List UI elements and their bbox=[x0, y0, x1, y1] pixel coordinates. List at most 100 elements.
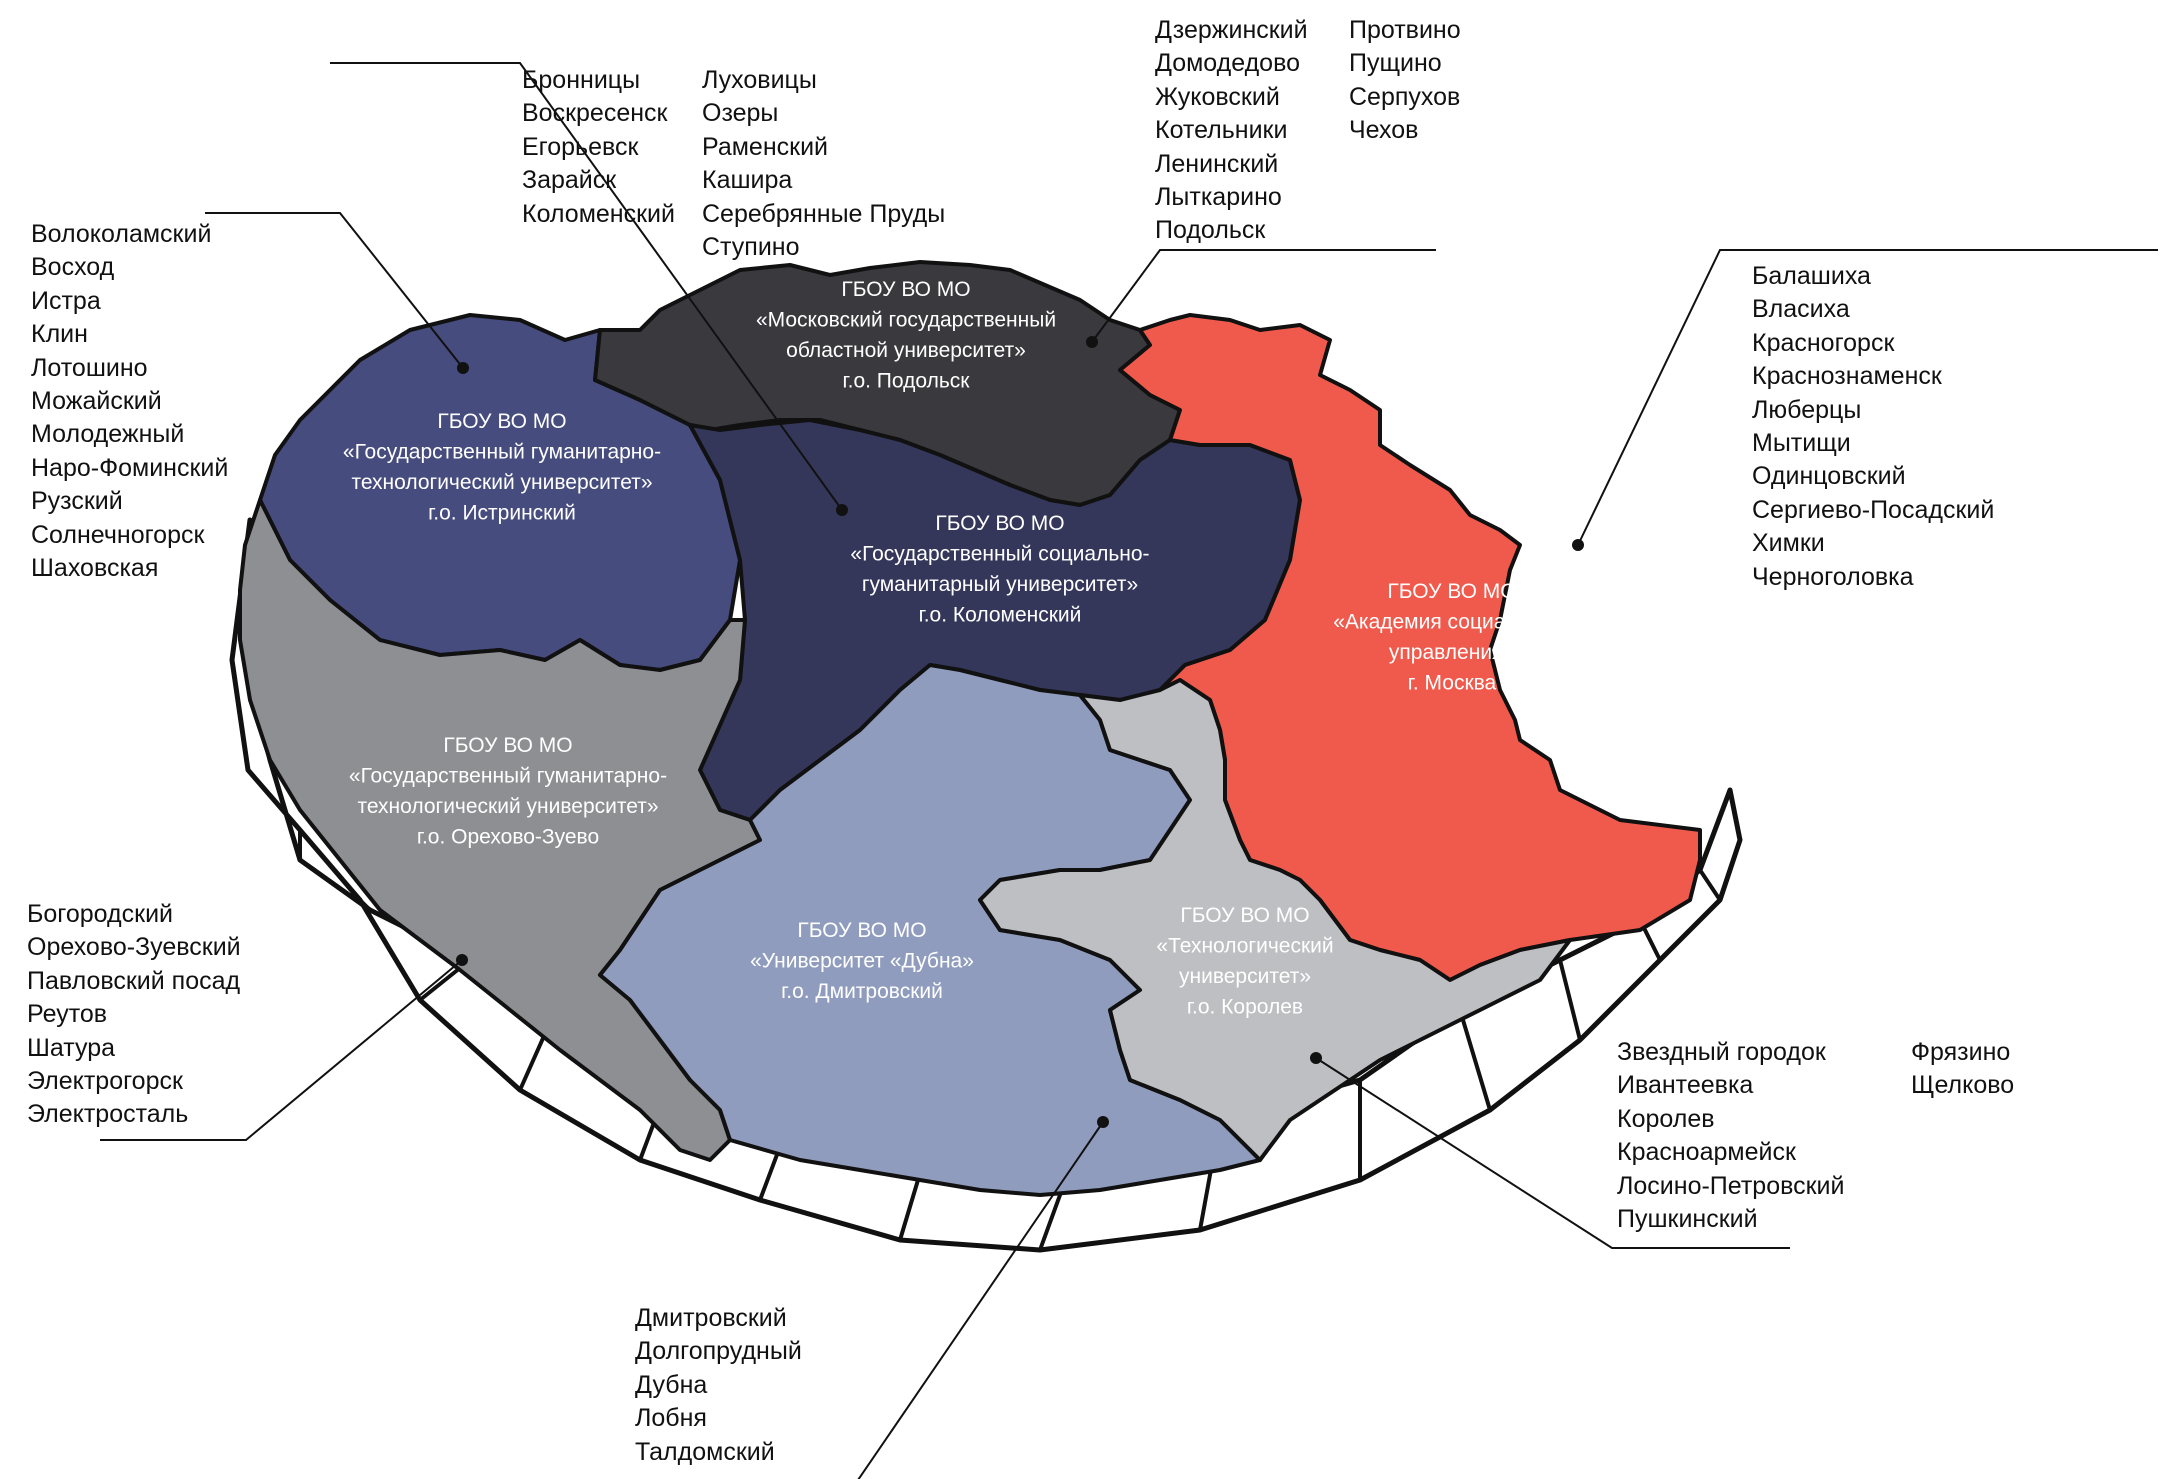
list-item: Серпухов bbox=[1349, 82, 1461, 111]
region-label-line: «Технологический bbox=[1156, 935, 1333, 958]
list-item: Талдомский bbox=[635, 1437, 775, 1466]
region-label-line: управления» bbox=[1389, 641, 1515, 664]
list-item: Сергиево-Посадский bbox=[1752, 495, 1995, 524]
region-label-line: областной университет» bbox=[786, 339, 1026, 362]
leader-line-dubna bbox=[630, 1121, 1104, 1479]
list-item: Восход bbox=[31, 253, 115, 282]
region-label-line: ГБОУ ВО МО bbox=[841, 278, 970, 301]
region-label-line: ГБОУ ВО МО bbox=[437, 410, 566, 433]
list-item: Королев bbox=[1617, 1104, 1715, 1133]
leader-line-korolev bbox=[1315, 1057, 1790, 1249]
list-item: Дзержинский bbox=[1155, 16, 1308, 44]
list-item: Балашиха bbox=[1752, 262, 1871, 290]
region-label-line: «Государственный гуманитарно- bbox=[343, 441, 661, 464]
region-label-line: г.о. Подольск bbox=[843, 370, 971, 393]
anchor-dot-moscow bbox=[1572, 539, 1584, 551]
anchor-dot-korolev bbox=[1310, 1052, 1322, 1064]
list-item: Чехов bbox=[1349, 116, 1419, 145]
leader-line-istra bbox=[205, 212, 464, 369]
list-item: Истра bbox=[31, 286, 101, 315]
list-item: Клин bbox=[31, 320, 88, 349]
anchor-dot-dubna bbox=[1097, 1116, 1109, 1128]
list-item: Звездный городок bbox=[1617, 1038, 1826, 1066]
list-item: Пущино bbox=[1349, 49, 1442, 78]
region-label-line: «Университет «Дубна» bbox=[750, 950, 974, 973]
list-item: Лыткарино bbox=[1155, 183, 1282, 212]
list-item: Серебрянные Пруды bbox=[702, 199, 946, 228]
list-item: Подольск bbox=[1155, 216, 1266, 245]
leader-line-podolsk bbox=[1091, 249, 1436, 343]
region-label-kolomna: ГБОУ ВО МО«Государственный социально-гум… bbox=[850, 512, 1149, 627]
list-item: Лобня bbox=[635, 1404, 707, 1433]
list-item: Богородский bbox=[27, 900, 173, 928]
anchor-dots bbox=[456, 336, 1584, 1128]
anchor-dot-kolomna bbox=[836, 504, 848, 516]
list-item: Мытищи bbox=[1752, 429, 1851, 458]
list-item: Домодедово bbox=[1155, 49, 1300, 78]
list-item: Кашира bbox=[702, 166, 793, 195]
list-item: Химки bbox=[1752, 529, 1825, 558]
list-item: Ленинский bbox=[1155, 149, 1279, 178]
region-labels: ГБОУ ВО МО «Государственный гуманитарно-т… bbox=[343, 278, 1571, 1019]
list-item: Раменский bbox=[702, 132, 829, 161]
list-item: Электрогорск bbox=[27, 1067, 183, 1096]
list-item: Дубна bbox=[635, 1370, 708, 1399]
list-item: Озеры bbox=[702, 99, 779, 128]
list-item: Жуковский bbox=[1155, 82, 1280, 111]
list-item: Наро-Фоминский bbox=[31, 453, 229, 482]
region-label-line: ГБОУ ВО МО bbox=[1180, 904, 1309, 927]
region-label-dubna: ГБОУ ВО МО«Университет «Дубна»г.о. Дмитр… bbox=[750, 919, 974, 1003]
region-label-line: ГБОУ ВО МО bbox=[935, 512, 1064, 535]
list-item: Бронницы bbox=[522, 66, 641, 94]
region-label-line: г.о. Истринский bbox=[428, 502, 576, 525]
list-item: Ивантеевка bbox=[1617, 1071, 1754, 1100]
list-item: Одинцовский bbox=[1752, 462, 1906, 491]
region-label-line: технологический университет» bbox=[351, 471, 652, 494]
list-item: Фрязино bbox=[1911, 1038, 2011, 1066]
list-item: Орехово-Зуевский bbox=[27, 933, 241, 962]
leader-line-kolomna bbox=[330, 62, 843, 511]
leader-line-orekhovo bbox=[100, 959, 463, 1141]
list-item: Черноголовка bbox=[1752, 562, 1914, 591]
list-item: Лотошино bbox=[31, 353, 148, 382]
list-item: Волоколамский bbox=[31, 220, 212, 248]
anchor-dot-orekhovo bbox=[456, 954, 468, 966]
region-label-line: г.о. Коломенский bbox=[919, 604, 1082, 627]
list-item: Лосино-Петровский bbox=[1617, 1171, 1845, 1200]
region-label-line: «Московский государственный bbox=[756, 309, 1056, 332]
list-item: Шаховская bbox=[31, 554, 159, 583]
region-label-line: г. Москва bbox=[1408, 672, 1497, 695]
region-label-line: «Государственный социально- bbox=[850, 543, 1149, 566]
list-item: Зарайск bbox=[522, 166, 617, 195]
list-item: Пушкинский bbox=[1617, 1205, 1758, 1234]
list-item: Красногорск bbox=[1752, 328, 1895, 357]
list-item: Егорьевск bbox=[522, 132, 639, 161]
region-label-line: г.о. Королев bbox=[1187, 996, 1303, 1019]
list-item: Молодежный bbox=[31, 420, 185, 449]
region-label-line: технологический университет» bbox=[357, 795, 658, 818]
region-label-line: ГБОУ ВО МО bbox=[443, 734, 572, 757]
list-item: Солнечногорск bbox=[31, 520, 205, 549]
list-item: Шатура bbox=[27, 1033, 116, 1062]
region-label-line: г.о. Дмитровский bbox=[781, 980, 943, 1003]
list-item: Котельники bbox=[1155, 116, 1288, 145]
list-item: Электросталь bbox=[27, 1100, 189, 1129]
region-label-podolsk: ГБОУ ВО МО «Московский государственный обл… bbox=[756, 278, 1056, 393]
list-item: Красноармейск bbox=[1617, 1138, 1796, 1167]
list-item: Ступино bbox=[702, 233, 800, 262]
list-item: Реутов bbox=[27, 1000, 108, 1029]
list-item: Коломенский bbox=[522, 199, 675, 228]
region-korolev bbox=[978, 678, 1572, 1162]
map-regions bbox=[238, 260, 1702, 1197]
region-label-line: ГБОУ ВО МО bbox=[1387, 580, 1516, 603]
